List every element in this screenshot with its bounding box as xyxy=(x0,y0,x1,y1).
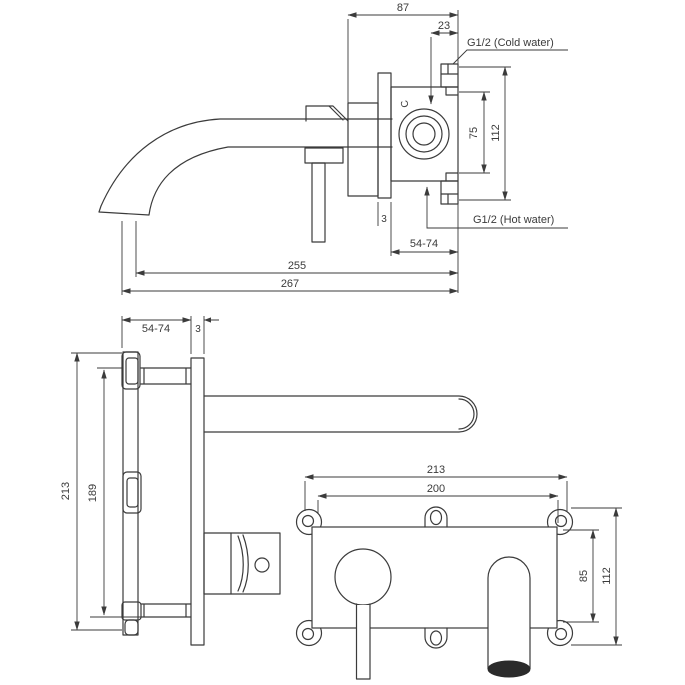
top-clip-inner xyxy=(125,357,139,385)
top-middle-ear xyxy=(424,506,448,528)
hot-water-callout: G1/2 (Hot water) xyxy=(424,186,568,229)
dim-112-side-label: 112 xyxy=(490,124,502,142)
spout-outlet-cylinder xyxy=(487,556,531,678)
spout-outlet-opening xyxy=(487,660,531,678)
dim-3-arrow xyxy=(204,317,211,323)
dim-3-front: 3 xyxy=(195,316,219,354)
handle-lever-edge xyxy=(328,105,344,121)
dim-112-box-label: 112 xyxy=(601,567,613,585)
dim-189: 189 xyxy=(87,367,141,618)
valve-circle-inner xyxy=(412,122,436,146)
valve-notches xyxy=(445,86,459,182)
dim-112-box: 112 xyxy=(571,507,622,646)
cold-water-callout: G1/2 (Cold water) xyxy=(452,37,568,65)
side-view: C 87 23 G1/2 (Cold water) G1/2 (Hot wate… xyxy=(98,2,568,295)
hot-water-label: G1/2 (Hot water) xyxy=(473,214,554,226)
dim-213-front-label: 213 xyxy=(60,482,72,500)
bottom-supply-pipe xyxy=(140,603,192,618)
front-view: 54-74 3 213 189 xyxy=(60,316,478,646)
bottom-clip-inner xyxy=(124,619,139,636)
dim-54-74-side-label: 54-74 xyxy=(410,238,438,250)
dim-255-label: 255 xyxy=(288,260,306,272)
dim-255: 255 xyxy=(135,221,459,277)
wall-plate-side xyxy=(377,72,392,199)
ear-holes xyxy=(301,514,568,641)
valve-escutcheon xyxy=(347,102,379,197)
handle-stick-side xyxy=(311,162,326,243)
dim-267-label: 267 xyxy=(281,278,299,290)
dim-3-side: 3 xyxy=(377,202,392,256)
dim-3-side-label: 3 xyxy=(381,214,387,225)
handle-stick-front xyxy=(355,603,371,680)
dim-267: 267 xyxy=(121,221,459,295)
cartridge-screw-hole xyxy=(254,557,270,573)
rough-in-box-view: 213 200 85 112 xyxy=(295,464,622,680)
dim-200: 200 xyxy=(317,483,559,523)
ear-hole-br xyxy=(554,627,568,641)
dim-200-label: 200 xyxy=(427,483,445,495)
spout-tube xyxy=(203,395,478,433)
dim-189-label: 189 xyxy=(87,484,99,502)
spout-outline xyxy=(98,118,393,216)
dim-75-label: 75 xyxy=(468,127,480,139)
dim-54-74-side: 54-74 xyxy=(390,238,459,255)
wall-plate-front xyxy=(190,357,205,646)
dim-23-label: 23 xyxy=(438,20,450,32)
cartridge-housing xyxy=(203,532,281,595)
dim-213-front: 213 xyxy=(60,352,122,631)
top-clip xyxy=(121,351,141,390)
dim-23: 23 xyxy=(428,20,459,105)
mounting-ears xyxy=(295,508,574,647)
valve-circle-mid xyxy=(405,115,443,153)
dim-85-label: 85 xyxy=(578,570,590,582)
dim-87-label: 87 xyxy=(397,2,409,14)
hot-inlet-fitting xyxy=(440,180,459,205)
ear-hole-tr xyxy=(554,514,568,528)
dim-75: 75 xyxy=(459,91,490,174)
dim-213-box: 213 xyxy=(304,464,568,511)
valve-circle-outer xyxy=(398,108,450,160)
handle-base xyxy=(304,147,344,164)
cold-water-label: G1/2 (Cold water) xyxy=(467,37,554,49)
dim-3-front-label: 3 xyxy=(195,324,201,335)
dim-112-side: 112 xyxy=(459,66,511,201)
dim-54-74-front-label: 54-74 xyxy=(142,323,170,335)
top-supply-pipe xyxy=(140,367,192,385)
dim-87: 87 xyxy=(347,2,459,115)
housing-bar xyxy=(122,351,139,636)
dim-213-box-label: 213 xyxy=(427,464,445,476)
mid-clip xyxy=(122,471,142,514)
cold-inlet-fitting xyxy=(440,63,459,88)
handle-lever xyxy=(305,105,349,122)
spout-tube-cap xyxy=(458,398,475,430)
valve-marking-label: C xyxy=(399,99,411,108)
ear-hole-bl xyxy=(301,627,315,641)
mid-clip-inner xyxy=(126,477,139,508)
dim-85: 85 xyxy=(563,529,599,623)
ear-hole-tl xyxy=(301,514,315,528)
dim-54-74-front: 54-74 xyxy=(121,316,192,354)
bottom-middle-ear xyxy=(424,627,448,649)
